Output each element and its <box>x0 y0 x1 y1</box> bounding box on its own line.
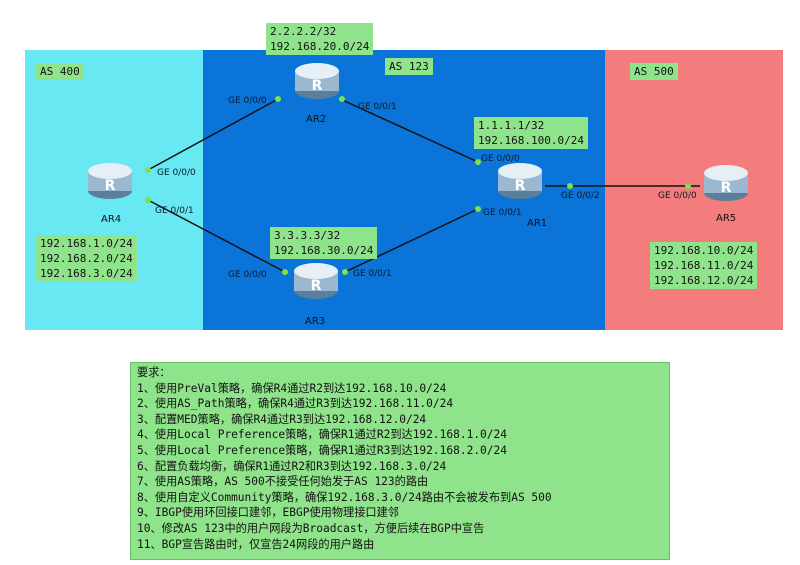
requirement-item: 1、使用PreVal策略，确保R4通过R2到达192.168.10.0/24 <box>137 381 447 395</box>
interface-label: GE 0/0/0 <box>228 270 267 280</box>
port-dot <box>342 269 348 275</box>
link-ar2-ar1 <box>339 98 479 163</box>
router-icon[interactable]: R <box>293 60 341 100</box>
ar2-address-tag: 2.2.2.2/32 192.168.20.0/24 <box>266 23 374 55</box>
interface-label: GE 0/0/0 <box>228 96 267 106</box>
as400-label: AS 400 <box>36 63 84 80</box>
requirement-item: 2、使用AS_Path策略，确保R4通过R3到达192.168.11.0/24 <box>137 397 454 411</box>
router-name-ar3: AR3 <box>305 316 326 327</box>
port-dot <box>567 183 573 189</box>
router-icon[interactable]: R <box>496 160 544 200</box>
ar1-address-tag: 1.1.1.1/32 192.168.100.0/24 <box>474 117 588 149</box>
address-line: 192.168.20.0/24 <box>270 40 370 53</box>
address-line: 3.3.3.3/32 <box>274 229 341 242</box>
router-name-ar1: AR1 <box>527 218 548 229</box>
port-dot <box>145 167 151 173</box>
address-line: 192.168.100.0/24 <box>478 134 584 147</box>
interface-label: GE 0/0/1 <box>483 208 522 218</box>
address-line: 2.2.2.2/32 <box>270 25 337 38</box>
requirement-item: 11、BGP宣告路由时，仅宣告24网段的用户路由 <box>137 537 375 551</box>
interface-label: GE 0/0/0 <box>658 191 697 201</box>
address-line: 192.168.3.0/24 <box>40 267 133 280</box>
address-line: 192.168.2.0/24 <box>40 252 133 265</box>
svg-text:R: R <box>721 180 732 196</box>
address-line: 1.1.1.1/32 <box>478 119 545 132</box>
ar3-address-tag: 3.3.3.3/32 192.168.30.0/24 <box>270 227 378 259</box>
interface-label: GE 0/0/2 <box>561 191 600 201</box>
requirements-box: 要求： 1、使用PreVal策略，确保R4通过R2到达192.168.10.0/… <box>130 362 670 560</box>
address-line: 192.168.12.0/24 <box>654 274 754 287</box>
requirement-item: 6、配置负载均衡，确保R1通过R2和R3到达192.168.3.0/24 <box>137 459 447 473</box>
router-name-ar5: AR5 <box>716 213 737 224</box>
link-ar4-ar3 <box>147 199 286 273</box>
requirement-item: 4、使用Local Preference策略，确保R1通过R2到达192.168… <box>137 428 507 442</box>
as123-label: AS 123 <box>385 58 433 75</box>
router-name-ar2: AR2 <box>306 114 327 125</box>
interface-label: GE 0/0/1 <box>358 102 397 112</box>
requirement-item: 3、配置MED策略，确保R4通过R3到达192.168.12.0/24 <box>137 412 427 426</box>
address-line: 192.168.10.0/24 <box>654 244 754 257</box>
ar4-address-tag: 192.168.1.0/24 192.168.2.0/24 192.168.3.… <box>36 235 137 282</box>
interface-label: GE 0/0/1 <box>353 269 392 279</box>
address-line: 192.168.1.0/24 <box>40 237 133 250</box>
router-icon[interactable]: R <box>86 160 134 200</box>
router-icon[interactable]: R <box>702 162 750 202</box>
port-dot <box>475 206 481 212</box>
interface-label: GE 0/0/1 <box>155 206 194 216</box>
address-line: 192.168.30.0/24 <box>274 244 374 257</box>
as500-label: AS 500 <box>630 63 678 80</box>
requirement-item: 8、使用自定义Community策略，确保192.168.3.0/24路由不会被… <box>137 490 552 504</box>
port-dot <box>145 197 151 203</box>
requirements-title: 要求： <box>137 366 171 379</box>
router-name-ar4: AR4 <box>101 214 122 225</box>
svg-text:R: R <box>312 78 323 94</box>
router-icon[interactable]: R <box>292 260 340 300</box>
requirement-item: 10、修改AS 123中的用户网段为Broadcast，方便后续在BGP中宣告 <box>137 521 485 535</box>
requirement-item: 7、使用AS策略，AS 500不接受任何始发于AS 123的路由 <box>137 475 429 489</box>
svg-text:R: R <box>515 178 526 194</box>
interface-label: GE 0/0/0 <box>157 168 196 178</box>
port-dot <box>475 159 481 165</box>
ar5-address-tag: 192.168.10.0/24 192.168.11.0/24 192.168.… <box>650 242 758 289</box>
svg-text:R: R <box>311 278 322 294</box>
address-line: 192.168.11.0/24 <box>654 259 754 272</box>
interface-label: GE 0/0/0 <box>481 154 520 164</box>
link-ar4-ar2 <box>147 97 281 171</box>
port-dot <box>275 96 281 102</box>
port-dot <box>339 96 345 102</box>
port-dot <box>685 183 691 189</box>
requirement-item: 5、使用Local Preference策略，确保R1通过R3到达192.168… <box>137 443 507 457</box>
svg-text:R: R <box>105 178 116 194</box>
link-ar3-ar1 <box>344 208 479 273</box>
port-dot <box>282 269 288 275</box>
requirement-item: 9、IBGP使用环回接口建邻，EBGP使用物理接口建邻 <box>137 506 399 520</box>
